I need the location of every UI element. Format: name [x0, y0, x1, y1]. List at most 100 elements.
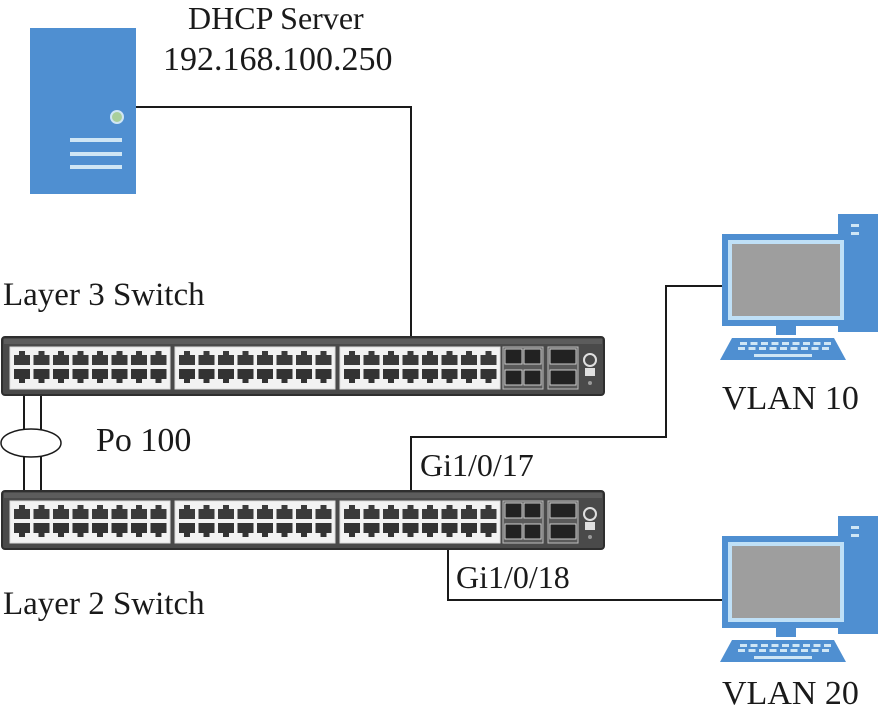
layer2-switch-icon [1, 490, 605, 550]
ethernet-port [72, 505, 89, 519]
ethernet-port [198, 369, 215, 383]
ethernet-port [14, 351, 30, 365]
ethernet-port [131, 505, 147, 519]
ethernet-port [237, 351, 254, 365]
sfp-port [504, 369, 523, 386]
gi18-port-label: Gi1/0/18 [456, 559, 570, 595]
sfp-port [549, 502, 577, 519]
ethernet-port [92, 505, 108, 519]
ethernet-port [111, 351, 128, 365]
ethernet-port [218, 523, 234, 537]
ethernet-port [150, 523, 167, 537]
sfp-port [549, 348, 577, 365]
ethernet-port [257, 505, 273, 519]
ethernet-port [383, 351, 399, 365]
ethernet-port [198, 351, 215, 365]
ethernet-port [480, 523, 497, 537]
ethernet-port [480, 351, 497, 365]
ethernet-port [315, 369, 332, 383]
ethernet-port [218, 505, 234, 519]
ethernet-port [383, 505, 399, 519]
ethernet-port [53, 505, 69, 519]
ethernet-port [461, 351, 477, 365]
ethernet-port [72, 351, 89, 365]
ethernet-port [33, 351, 50, 365]
ethernet-port [363, 505, 380, 519]
ethernet-port [53, 369, 69, 383]
ethernet-port [111, 505, 128, 519]
ethernet-port [14, 369, 30, 383]
ethernet-port [92, 351, 108, 365]
ethernet-port [296, 505, 312, 519]
port-channel-bundle-icon [0, 428, 62, 458]
ethernet-port [276, 523, 293, 537]
ethernet-port [344, 523, 360, 537]
ethernet-port [441, 351, 458, 365]
ethernet-port [296, 523, 312, 537]
l3-switch-label: Layer 3 Switch [3, 277, 205, 313]
ethernet-port [131, 369, 147, 383]
ethernet-port [237, 505, 254, 519]
ethernet-port [422, 523, 438, 537]
ethernet-port [198, 505, 215, 519]
pc-vlan20-icon [720, 516, 878, 662]
sfp-port [523, 523, 542, 540]
ethernet-port [315, 351, 332, 365]
gi17-cable [410, 285, 722, 510]
ethernet-port [33, 523, 50, 537]
sfp-port [504, 502, 523, 519]
ethernet-port [402, 505, 419, 519]
ethernet-port [363, 369, 380, 383]
ethernet-port [257, 523, 273, 537]
ethernet-port [296, 351, 312, 365]
ethernet-port [92, 523, 108, 537]
ethernet-port [53, 351, 69, 365]
ethernet-port [461, 505, 477, 519]
ethernet-port [111, 369, 128, 383]
port-channel-label: Po 100 [96, 422, 192, 459]
ethernet-port [72, 523, 89, 537]
ethernet-port [276, 505, 293, 519]
server-uplink-cable [136, 106, 412, 357]
ethernet-port [344, 351, 360, 365]
ethernet-port [422, 351, 438, 365]
sfp-port [504, 348, 523, 365]
sfp-port [523, 502, 542, 519]
sfp-port [504, 523, 523, 540]
ethernet-port [131, 351, 147, 365]
ethernet-port [441, 523, 458, 537]
ethernet-port [461, 369, 477, 383]
ethernet-port [14, 505, 30, 519]
sfp-port [523, 369, 542, 386]
ethernet-port [257, 369, 273, 383]
ethernet-port [383, 523, 399, 537]
ethernet-port [296, 369, 312, 383]
ethernet-port [218, 351, 234, 365]
ethernet-port [72, 369, 89, 383]
dhcp-server-name: DHCP Server [188, 0, 364, 36]
ethernet-port [179, 523, 195, 537]
ethernet-port [383, 369, 399, 383]
ethernet-port [344, 505, 360, 519]
ethernet-port [150, 369, 167, 383]
ethernet-port [218, 369, 234, 383]
vlan10-label: VLAN 10 [722, 380, 859, 417]
layer3-switch-icon [1, 336, 605, 396]
l2-switch-label: Layer 2 Switch [3, 586, 205, 622]
ethernet-port [402, 369, 419, 383]
ethernet-port [33, 505, 50, 519]
ethernet-port [257, 351, 273, 365]
ethernet-port [92, 369, 108, 383]
ethernet-port [480, 505, 497, 519]
ethernet-port [363, 351, 380, 365]
ethernet-port [402, 351, 419, 365]
dhcp-server-ip: 192.168.100.250 [163, 41, 393, 78]
ethernet-port [480, 369, 497, 383]
vlan20-label: VLAN 20 [722, 675, 859, 712]
ethernet-port [344, 369, 360, 383]
ethernet-port [422, 505, 438, 519]
gi17-port-label: Gi1/0/17 [420, 447, 534, 483]
ethernet-port [402, 523, 419, 537]
ethernet-port [237, 523, 254, 537]
sfp-port [549, 369, 577, 386]
